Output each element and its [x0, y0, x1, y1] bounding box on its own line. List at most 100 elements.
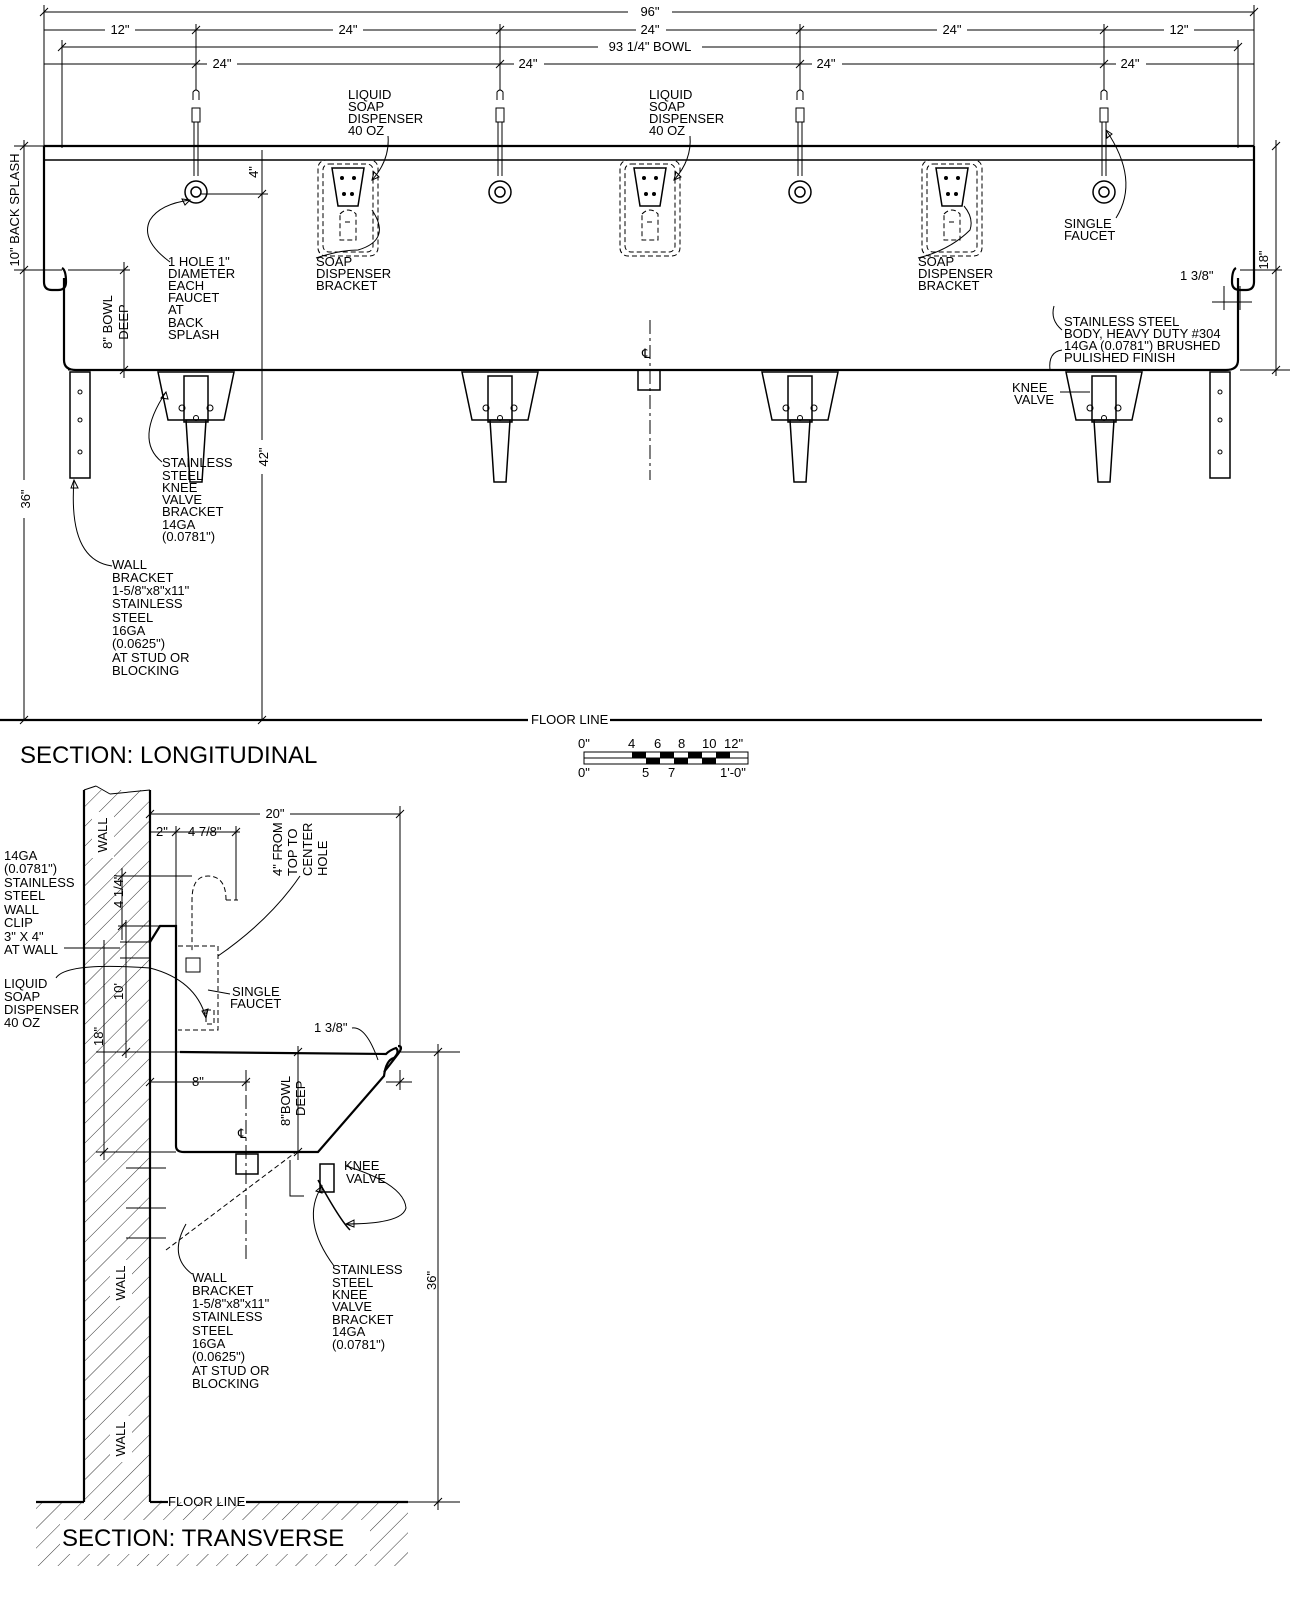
faucets: [184, 89, 1116, 204]
svg-text:SINGLE: SINGLE: [232, 984, 280, 999]
dim-seg-1: 12": [110, 22, 129, 37]
svg-text:DISPENSER: DISPENSER: [4, 1002, 79, 1017]
scale-bar: 0" 4 6 8 10 12" 0" 5 7 1'-0": [578, 736, 749, 780]
faucet-2: [488, 89, 512, 204]
svg-text:PULISHED FINISH: PULISHED FINISH: [1064, 350, 1175, 365]
svg-text:TOP TO: TOP TO: [285, 829, 300, 876]
svg-text:SOAP: SOAP: [348, 99, 384, 114]
svg-text:AT WALL: AT WALL: [4, 942, 58, 957]
svg-text:14GA: 14GA: [4, 848, 38, 863]
svg-text:SOAP: SOAP: [4, 989, 40, 1004]
dim-seg-4: 24": [942, 22, 961, 37]
faucet-4: [1092, 89, 1116, 204]
floor-line-transverse: FLOOR LINE: [160, 1494, 408, 1509]
dim-seg-2: 24": [338, 22, 357, 37]
side-dimensions: 10" BACK SPLASH 36" 8" BOWL DEEP 4" 42" …: [7, 140, 1290, 725]
centerline-symbol-1: ℄: [641, 346, 651, 361]
svg-text:STAINLESS: STAINLESS: [112, 596, 183, 611]
soap-dispensers: [317, 159, 983, 257]
svg-text:AT STUD OR: AT STUD OR: [112, 650, 190, 665]
wall-clip-label: 14GA (0.0781") STAINLESS STEEL WALL CLIP…: [4, 848, 75, 957]
svg-text:STEEL: STEEL: [4, 888, 45, 903]
dim-faucet-offset: 4": [246, 166, 261, 178]
transverse-leaders: [55, 875, 407, 1275]
scale-top-8: 8: [678, 736, 685, 751]
soap-bracket-label-2: SOAP DISPENSER BRACKET: [918, 254, 993, 293]
wall-label-2: WALL: [113, 1266, 128, 1301]
knee-valve-label: KNEE VALVE: [1012, 380, 1054, 407]
svg-text:DISPENSER: DISPENSER: [649, 111, 724, 126]
dim-faucet-4: 24": [1120, 56, 1139, 71]
transverse-section: WALL WALL WALL ℄: [4, 785, 460, 1566]
svg-text:VALVE: VALVE: [1014, 392, 1054, 407]
svg-text:KNEE: KNEE: [1012, 380, 1048, 395]
svg-text:HOLE: HOLE: [315, 840, 330, 876]
dim-faucet-3: 24": [816, 56, 835, 71]
soap-dispenser-label-1: LIQUID SOAP DISPENSER 40 OZ: [348, 87, 423, 138]
wall-brackets: [69, 371, 1231, 479]
drain-centerline: ℄: [637, 320, 661, 480]
dim-bowl-deep-t2: DEEP: [293, 1081, 308, 1116]
soap-label-t: LIQUID SOAP DISPENSER 40 OZ: [4, 976, 79, 1030]
dim-faucet-1: 24": [212, 56, 231, 71]
svg-text:SOAP: SOAP: [316, 254, 352, 269]
svg-text:VALVE: VALVE: [346, 1171, 386, 1186]
dim-bowl: 93 1/4" BOWL: [609, 39, 692, 54]
top-dimensions: 96" 12" 24" 24" 24" 12" 93 1/4" BOWL: [39, 4, 1259, 148]
svg-text:FAUCET: FAUCET: [230, 996, 281, 1011]
svg-text:14GA (0.0781") BRUSHED: 14GA (0.0781") BRUSHED: [1064, 338, 1220, 353]
dim-seg-5: 12": [1169, 22, 1188, 37]
faucet-3: [788, 89, 812, 204]
svg-text:STAINLESS: STAINLESS: [162, 455, 233, 470]
soap-dispenser-2: [619, 159, 681, 257]
dim-4-1-4: 4 1/4": [111, 874, 126, 908]
svg-text:BRACKET: BRACKET: [316, 278, 377, 293]
scale-top-12: 12": [724, 736, 743, 751]
svg-text:14GA: 14GA: [162, 517, 196, 532]
svg-text:CENTER: CENTER: [300, 823, 315, 876]
svg-text:STEEL: STEEL: [162, 468, 203, 483]
svg-text:LIQUID: LIQUID: [348, 87, 391, 102]
knee-valves: [157, 371, 1143, 483]
svg-text:1-5/8"x8"x11": 1-5/8"x8"x11": [192, 1296, 270, 1311]
scale-top-10: 10: [702, 736, 716, 751]
svg-text:(0.0781"): (0.0781"): [162, 529, 215, 544]
svg-text:STEEL: STEEL: [192, 1323, 233, 1338]
dim-18: 18": [91, 1027, 106, 1046]
knee-bracket-label: STAINLESS STEEL KNEE VALVE BRACKET 14GA …: [162, 455, 233, 544]
dim-bowl-deep-1: 8" BOWL: [100, 295, 115, 349]
dim-10: 10': [111, 983, 126, 1000]
scale-bottom-12: 1'-0": [720, 765, 746, 780]
knee-valve-4: [1065, 371, 1143, 483]
svg-text:40 OZ: 40 OZ: [348, 123, 384, 138]
svg-text:DIAMETER: DIAMETER: [168, 266, 235, 281]
soap-dispenser-3: [921, 159, 983, 257]
svg-text:KNEE: KNEE: [332, 1287, 368, 1302]
scale-bottom-0: 0": [578, 765, 590, 780]
top-to-center-label: 4" FROM TOP TO CENTER HOLE: [270, 822, 330, 876]
soap-bracket-label-1: SOAP DISPENSER BRACKET: [316, 254, 391, 293]
svg-text:WALL: WALL: [192, 1270, 227, 1285]
svg-text:BRACKET: BRACKET: [162, 504, 223, 519]
wall-bracket-label: WALL BRACKET 1-5/8"x8"x11" STAINLESS STE…: [112, 557, 190, 678]
svg-text:KNEE: KNEE: [162, 480, 198, 495]
svg-text:SINGLE: SINGLE: [1064, 216, 1112, 231]
svg-text:40 OZ: 40 OZ: [4, 1015, 40, 1030]
svg-text:BLOCKING: BLOCKING: [112, 663, 179, 678]
svg-text:40 OZ: 40 OZ: [649, 123, 685, 138]
scale-top-6: 6: [654, 736, 661, 751]
svg-text:BRACKET: BRACKET: [192, 1283, 253, 1298]
svg-text:DISPENSER: DISPENSER: [316, 266, 391, 281]
svg-text:STAINLESS: STAINLESS: [332, 1262, 403, 1277]
knee-valve-label-t: KNEE VALVE: [344, 1158, 386, 1186]
svg-text:(0.0781"): (0.0781"): [4, 861, 57, 876]
faucet-1: [184, 89, 208, 204]
svg-text:WALL: WALL: [4, 902, 39, 917]
svg-text:STAINLESS: STAINLESS: [4, 875, 75, 890]
svg-text:STEEL: STEEL: [332, 1275, 373, 1290]
single-faucet-label: SINGLE FAUCET: [1064, 216, 1115, 243]
longitudinal-labels: LIQUID SOAP DISPENSER 40 OZ LIQUID SOAP …: [112, 87, 1221, 678]
svg-text:3" X 4": 3" X 4": [4, 929, 44, 944]
svg-text:(0.0781"): (0.0781"): [332, 1337, 385, 1352]
